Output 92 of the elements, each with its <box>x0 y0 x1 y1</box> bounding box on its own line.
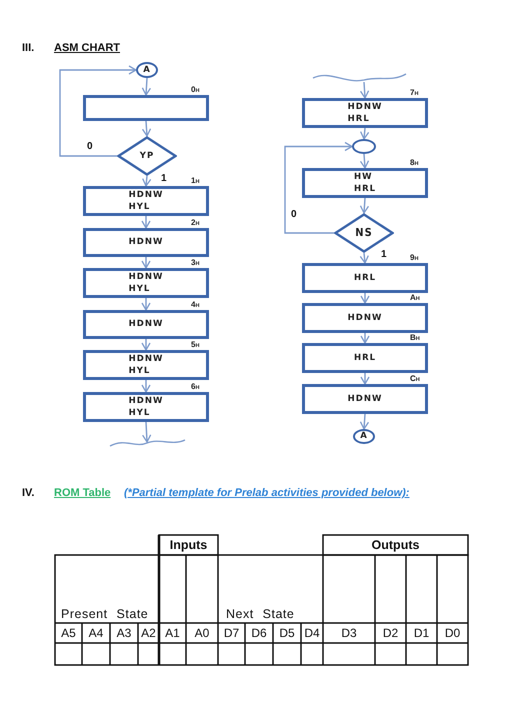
state-box <box>302 343 428 373</box>
edge-label: 1 <box>380 250 388 260</box>
state-code: 5$_{H}$ <box>191 341 200 350</box>
state-code: 3$_{H}$ <box>191 259 200 268</box>
state-output-text: HDNW <box>128 318 164 331</box>
state-box <box>302 263 428 293</box>
edge-label: 1 <box>160 174 168 184</box>
condition-text: YP <box>140 150 154 162</box>
column-header: A0 <box>194 625 210 642</box>
column-group-label: Present State <box>61 607 148 621</box>
edge-label: 0 <box>290 210 298 220</box>
state-output-text: HDNW HYL <box>128 188 164 214</box>
column-header: D7 <box>222 625 240 642</box>
arrow <box>360 82 370 99</box>
condition-text: NS <box>355 225 373 241</box>
state-code: 0$_{H}$ <box>191 86 200 94</box>
state-box <box>302 384 428 414</box>
column-header: A3 <box>116 625 132 642</box>
state-output-text: HDNW <box>348 312 382 324</box>
connector-circle <box>136 62 158 78</box>
arrow <box>360 154 370 169</box>
column-header: A2 <box>140 625 157 642</box>
state-box <box>83 186 209 216</box>
state-output-text: HDNW <box>128 236 164 249</box>
column-header: D3 <box>340 625 358 642</box>
state-output-text: HRL <box>354 272 376 284</box>
state-box <box>302 303 428 333</box>
table-title: ROM Table <box>54 487 111 499</box>
arrow <box>142 176 152 187</box>
state-box <box>83 310 209 339</box>
arrow <box>142 422 152 443</box>
arrow <box>59 65 137 157</box>
state-output-text: HW HRL <box>354 170 376 196</box>
arrow <box>360 128 370 140</box>
arrow <box>141 339 151 351</box>
arrow <box>141 216 151 229</box>
state-output-text: HDNW HYL <box>128 394 164 420</box>
state-output-text: HDNW <box>348 392 382 406</box>
arrow <box>142 120 152 137</box>
state-code: 6$_{H}$ <box>191 383 200 392</box>
state-code: B$_{H}$ <box>410 334 420 342</box>
state-box <box>302 98 428 128</box>
state-output-text: HRL <box>354 352 376 364</box>
connector-label: A <box>360 430 368 443</box>
arrow <box>360 293 370 304</box>
section-number: IV. <box>22 487 34 499</box>
state-code: A$_{H}$ <box>410 294 420 302</box>
connector-circle <box>353 429 375 444</box>
column-header: D2 <box>382 625 400 642</box>
state-box <box>83 392 209 422</box>
column-header: D4 <box>303 625 321 642</box>
table-note: (*Partial template for Prelab activities provided below): <box>124 487 410 499</box>
state-output-text: HDNW HYL <box>128 352 164 378</box>
column-header: A1 <box>164 625 181 642</box>
column-group-label: Next State <box>226 607 294 621</box>
arrow <box>360 373 370 385</box>
arrow <box>360 333 370 344</box>
state-code: 2$_{H}$ <box>191 219 200 228</box>
arrow <box>360 252 369 264</box>
arrow <box>141 298 151 311</box>
state-output-text: HDNW HYL <box>128 270 164 296</box>
column-header: D5 <box>278 625 296 642</box>
column-header: A5 <box>60 625 77 642</box>
state-box <box>83 95 209 121</box>
arrow <box>141 380 151 393</box>
state-code: 4$_{H}$ <box>191 301 200 310</box>
state-code: C$_{H}$ <box>410 375 420 384</box>
arrow <box>284 142 353 234</box>
section-number: III. <box>22 42 34 54</box>
column-header: D1 <box>412 625 430 642</box>
state-code: 9$_{H}$ <box>410 254 418 262</box>
state-output-text: HDNW HRL <box>348 100 382 126</box>
connector-label: A <box>143 64 151 76</box>
state-code: 8$_{H}$ <box>410 159 418 168</box>
state-box <box>83 228 209 257</box>
arrow <box>360 198 370 214</box>
state-code: 1$_{H}$ <box>191 177 200 186</box>
state-box <box>83 350 209 380</box>
state-box <box>302 168 428 198</box>
state-box <box>83 268 209 298</box>
connector-circle <box>352 139 376 154</box>
edge-label: 0 <box>86 142 94 152</box>
state-code: 7$_{H}$ <box>410 89 418 98</box>
column-header: D6 <box>250 625 268 642</box>
column-group-header: Inputs <box>168 536 208 554</box>
arrow <box>141 257 151 269</box>
chart-title: ASM CHART <box>54 42 120 54</box>
column-group-header: Outputs <box>370 536 420 554</box>
arrow <box>142 78 152 96</box>
decision-diamond <box>117 136 177 176</box>
column-header: A4 <box>88 625 104 642</box>
column-header: D0 <box>444 625 462 642</box>
